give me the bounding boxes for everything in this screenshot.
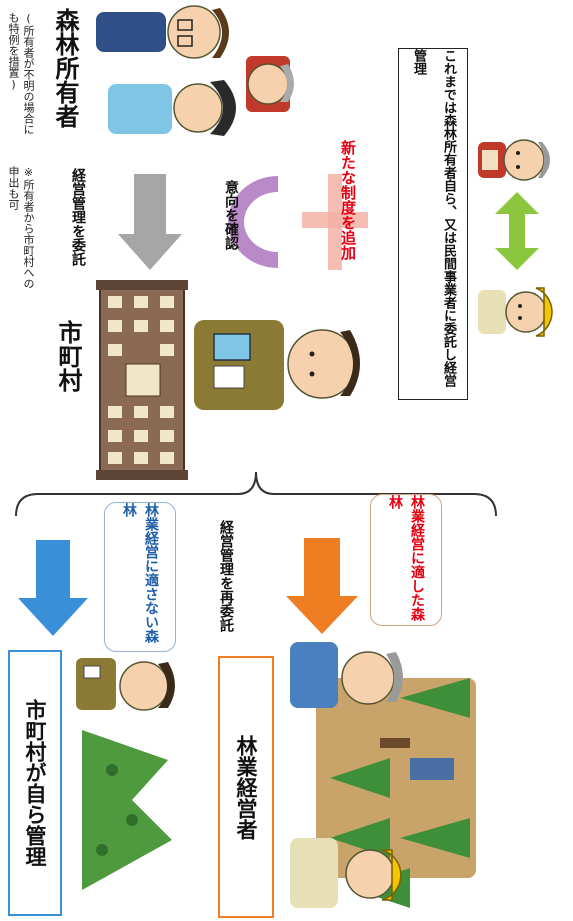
orange-down-arrow: [286, 538, 358, 634]
municipal-management-label: 市町村が自ら管理: [23, 699, 47, 867]
consent-arc: [228, 176, 278, 268]
managed-forest-icon: [76, 658, 175, 890]
municipal-management-box: 市町村が自ら管理: [8, 650, 62, 916]
owner-person-icon: [478, 139, 550, 181]
municipal-building-icon: [96, 280, 188, 480]
forestry-scene-icon: [290, 642, 476, 908]
entrust-label: 経営管理を委託: [70, 168, 86, 266]
split-brace: [15, 471, 497, 517]
owner-family-icon: [96, 5, 294, 136]
consent-label: 意向を確認: [223, 180, 239, 250]
suitable-forest-box: 林業経営に適した森林: [370, 494, 442, 626]
unsuitable-forest-box: 林業経営に適さない森林: [104, 502, 176, 652]
previous-system-text: これまでは森林所有者自ら、又は民間事業者に委託し経営管理: [411, 49, 456, 387]
new-system-label: 新たな制度を追加: [339, 140, 357, 260]
blue-down-arrow: [18, 540, 88, 636]
forestry-operator-label: 林業経営者: [234, 734, 258, 840]
previous-system-box: これまでは森林所有者自ら、又は民間事業者に委託し経営管理: [398, 48, 468, 400]
owner-title: 森林所有者: [51, 8, 79, 128]
green-double-arrow: [495, 192, 539, 270]
plus-icon: [302, 174, 368, 270]
grey-down-arrow: [118, 174, 182, 270]
suitable-forest-label: 林業経営に適した森林: [387, 495, 425, 621]
contractor-helmet-icon: [478, 287, 553, 337]
owner-note-request: ※所有者から市町村への申出も可: [7, 166, 35, 289]
unsuitable-forest-label: 林業経営に適さない森林: [121, 503, 159, 643]
municipality-title: 市町村: [54, 320, 82, 392]
forestry-operator-box: 林業経営者: [218, 656, 274, 918]
owner-note-unknown: (所有者が不明の場合にも特例を措置): [7, 12, 35, 135]
reentrust-label: 経営管理を再委託: [218, 520, 234, 632]
municipal-official-icon: [194, 320, 360, 410]
